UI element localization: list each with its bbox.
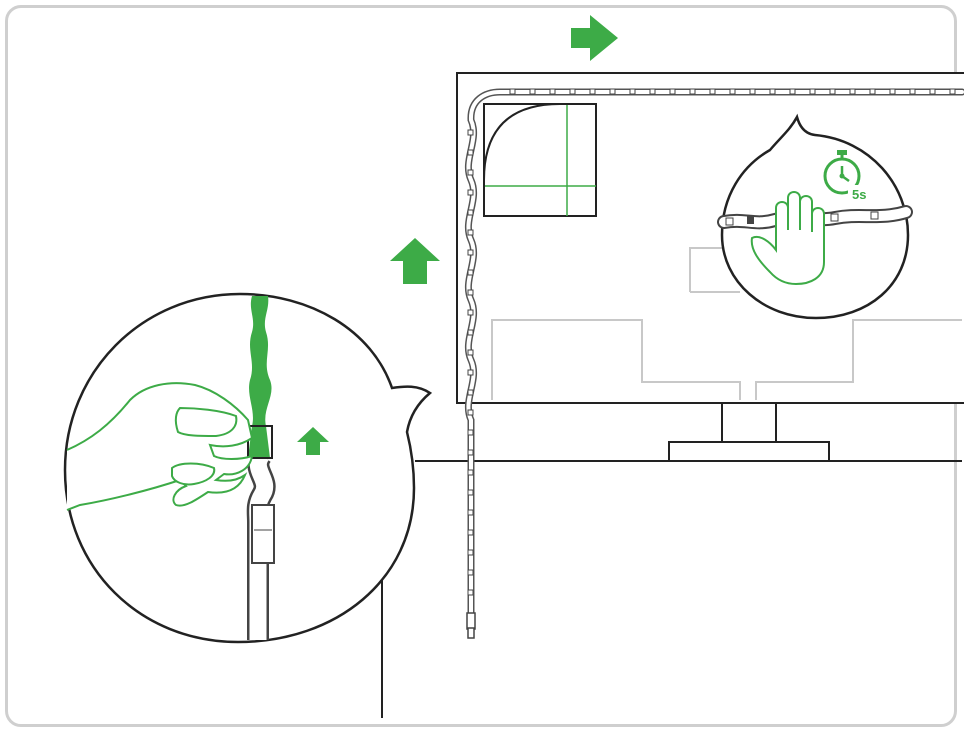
led-dot [949, 88, 956, 95]
led-dot [467, 129, 474, 136]
led-dot [789, 88, 796, 95]
led-dot [467, 189, 474, 196]
led-dot [467, 489, 474, 496]
led-dot [467, 549, 474, 556]
led-dot [709, 88, 716, 95]
monitor-back-bracket [491, 247, 962, 400]
led-dot [569, 88, 576, 95]
hand-press-icon [750, 191, 825, 286]
led-strip [464, 88, 964, 639]
led-dot [749, 88, 756, 95]
timer-label: 5s [852, 187, 866, 202]
arrow-up-icon [390, 238, 440, 284]
led-dot [467, 249, 474, 256]
led-dot [467, 209, 474, 216]
stopwatch-icon: 5s [823, 150, 872, 202]
led-dot [669, 88, 676, 95]
led-dot [589, 88, 596, 95]
led-dot [509, 88, 516, 95]
led-dot [467, 449, 474, 456]
led-dot [929, 88, 936, 95]
led-dot [467, 389, 474, 396]
led-dot [467, 469, 474, 476]
led-dot [467, 529, 474, 536]
led-dot [467, 289, 474, 296]
arrow-up-icon [297, 427, 329, 455]
corner-detail-inset [483, 103, 597, 217]
led-dot [549, 88, 556, 95]
led-dot [467, 169, 474, 176]
led-dot [467, 349, 474, 356]
led-dot [909, 88, 916, 95]
led-dot [467, 369, 474, 376]
arrow-right-icon [571, 15, 618, 61]
led-dot [689, 88, 696, 95]
led-dot [467, 429, 474, 436]
led-dot [529, 88, 536, 95]
led-dot [829, 88, 836, 95]
led-dot [889, 88, 896, 95]
strip-connector [466, 612, 476, 630]
led-dot [729, 88, 736, 95]
led-dot [467, 569, 474, 576]
monitor-neck [721, 402, 777, 444]
led-dot [467, 309, 474, 316]
led-dot [769, 88, 776, 95]
press-hold-bubble: 5s [717, 113, 913, 320]
led-dot [467, 269, 474, 276]
led-dot [467, 229, 474, 236]
led-dot [849, 88, 856, 95]
led-dot [467, 509, 474, 516]
peel-backing-bubble [63, 292, 433, 644]
strip-plug [467, 627, 475, 639]
led-dot [869, 88, 876, 95]
led-dot [809, 88, 816, 95]
monitor-base [668, 441, 830, 462]
led-dot [467, 329, 474, 336]
led-dot [629, 88, 636, 95]
led-dot [467, 589, 474, 596]
led-dot [467, 409, 474, 416]
led-dot [649, 88, 656, 95]
led-dot [609, 88, 616, 95]
led-dot [467, 149, 474, 156]
